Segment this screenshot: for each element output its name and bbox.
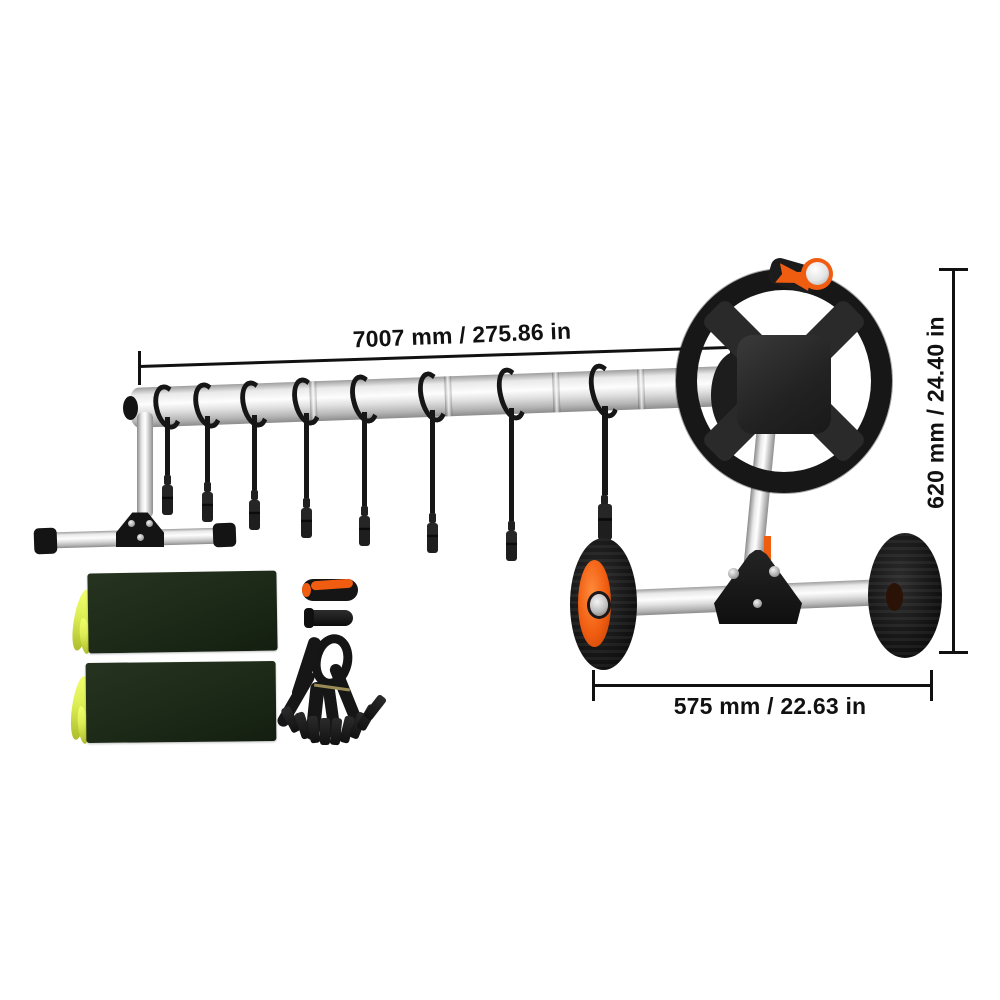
strap-clip-bundle (275, 630, 388, 748)
strap-stub (251, 490, 258, 500)
hand-grip-black (306, 610, 353, 626)
left-wheel-axle-cap (590, 594, 608, 616)
bolt (769, 566, 780, 577)
right-wheel-tire (868, 533, 942, 658)
storage-bag (85, 661, 277, 743)
strap-stub (429, 513, 436, 523)
strap-clip (506, 531, 517, 561)
support-t-bracket (116, 512, 164, 547)
crank-knob-ball (806, 262, 829, 285)
bolt (146, 520, 153, 527)
grip-orange-tip (302, 583, 311, 597)
foot-bar-cap (33, 527, 58, 555)
grip-orange-stripe (310, 578, 354, 591)
strap-clip (598, 504, 612, 540)
strap-clip (162, 485, 173, 515)
strap-stub (164, 475, 171, 485)
strap-stub (361, 506, 368, 516)
hand-grip-orange (302, 578, 358, 601)
strap-clip (301, 508, 312, 538)
grip-black-flange (304, 608, 314, 628)
post-orange-accent (764, 536, 771, 560)
storage-bag (87, 570, 278, 654)
bolt (728, 568, 739, 579)
strap-clip (202, 492, 213, 522)
strap-stub (601, 495, 608, 505)
height-line (952, 268, 955, 654)
strap-stub (508, 521, 515, 531)
right-wheel-bore (886, 583, 903, 611)
length-label: 7007 mm / 275.86 in (352, 317, 572, 353)
tube-coupling (551, 372, 561, 413)
bolt (137, 534, 144, 541)
strap-webbing (430, 410, 435, 513)
width-line (592, 684, 933, 687)
foot-bar-cap (212, 522, 237, 548)
strap-clip (359, 516, 370, 546)
strap-webbing (362, 412, 367, 506)
strap-webbing (165, 417, 170, 475)
bolt (128, 520, 135, 527)
strap-stub (204, 482, 211, 492)
wheel-hub-plate (737, 335, 831, 434)
strap-webbing (205, 416, 210, 482)
tube-coupling (636, 369, 646, 410)
width-label: 575 mm / 22.63 in (673, 693, 867, 719)
bundle-clip (320, 718, 330, 745)
strap-webbing (304, 413, 309, 498)
strap-stub (303, 498, 310, 508)
strap-clip (249, 500, 260, 530)
bolt (753, 599, 762, 608)
strap-webbing (509, 408, 514, 521)
tube-endcap (123, 396, 138, 420)
strap-webbing (252, 415, 257, 490)
length-tick-left (138, 351, 141, 385)
strap-clip (427, 523, 438, 553)
support-post (137, 412, 153, 518)
strap-webbing (602, 406, 608, 495)
axle-t-connector (714, 550, 802, 624)
